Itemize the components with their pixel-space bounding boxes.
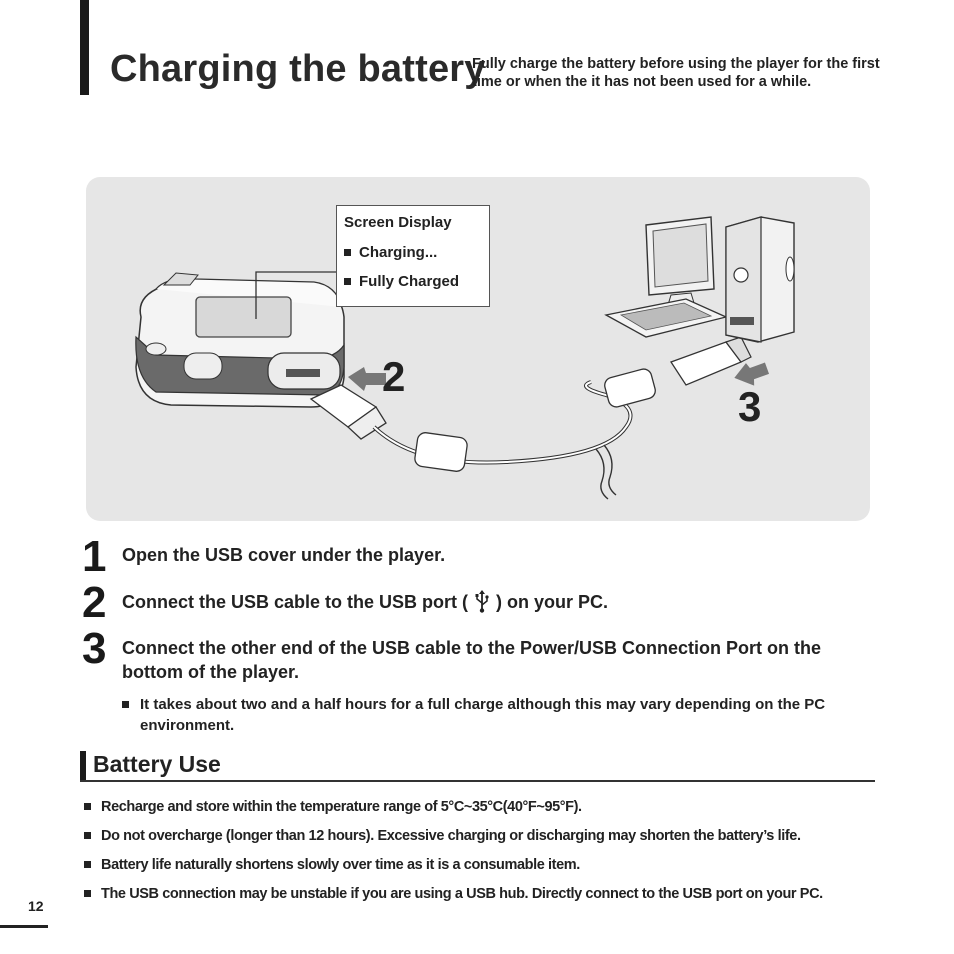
callout-2: 2 [382, 353, 405, 400]
screen-display-item: Fully Charged [344, 273, 459, 290]
step-number-3: 3 [82, 624, 107, 673]
bullet-square-icon [84, 860, 91, 868]
list-item: Battery life naturally shortens slowly o… [84, 857, 580, 873]
bullet-square-icon [84, 802, 91, 810]
page-title: Charging the battery [110, 48, 486, 90]
page-number: 12 [28, 898, 44, 914]
arrow-icon [348, 362, 770, 391]
bullet-square-icon [344, 248, 351, 256]
screen-display-box: Screen Display Charging... Fully Charged [336, 205, 490, 307]
title-accent-bar [80, 0, 89, 95]
usb-cable-icon [309, 336, 752, 500]
section-divider [80, 780, 875, 782]
screen-display-item: Charging... [344, 244, 437, 261]
bullet-square-icon [84, 889, 91, 897]
desktop-pc-icon [604, 216, 795, 343]
step-text-2: Connect the USB cable to the USB port ( … [122, 590, 608, 615]
page-subtitle: Fully charge the battery before using th… [472, 56, 880, 90]
bullet-square-icon [122, 701, 129, 708]
callout-3: 3 [738, 383, 761, 430]
list-item: Do not overcharge (longer than 12 hours)… [84, 828, 801, 844]
bullet-square-icon [84, 831, 91, 839]
section-title: Battery Use [93, 751, 221, 777]
section-accent-bar [80, 751, 86, 781]
mp3-player-icon [135, 272, 345, 408]
step-text-1: Open the USB cover under the player. [122, 545, 446, 565]
page-number-rule [0, 925, 48, 928]
step-number-2: 2 [82, 578, 107, 627]
bullet-square-icon [344, 277, 351, 285]
charging-illustration: 2 3 [135, 216, 795, 500]
list-item: The USB connection may be unstable if yo… [84, 886, 823, 902]
screen-display-title: Screen Display [344, 214, 452, 231]
step-number-1: 1 [82, 532, 107, 581]
list-item: Recharge and store within the temperatur… [84, 799, 582, 815]
usb-icon [475, 590, 489, 613]
step-text-3: Connect the other end of the USB cable t… [122, 638, 822, 682]
